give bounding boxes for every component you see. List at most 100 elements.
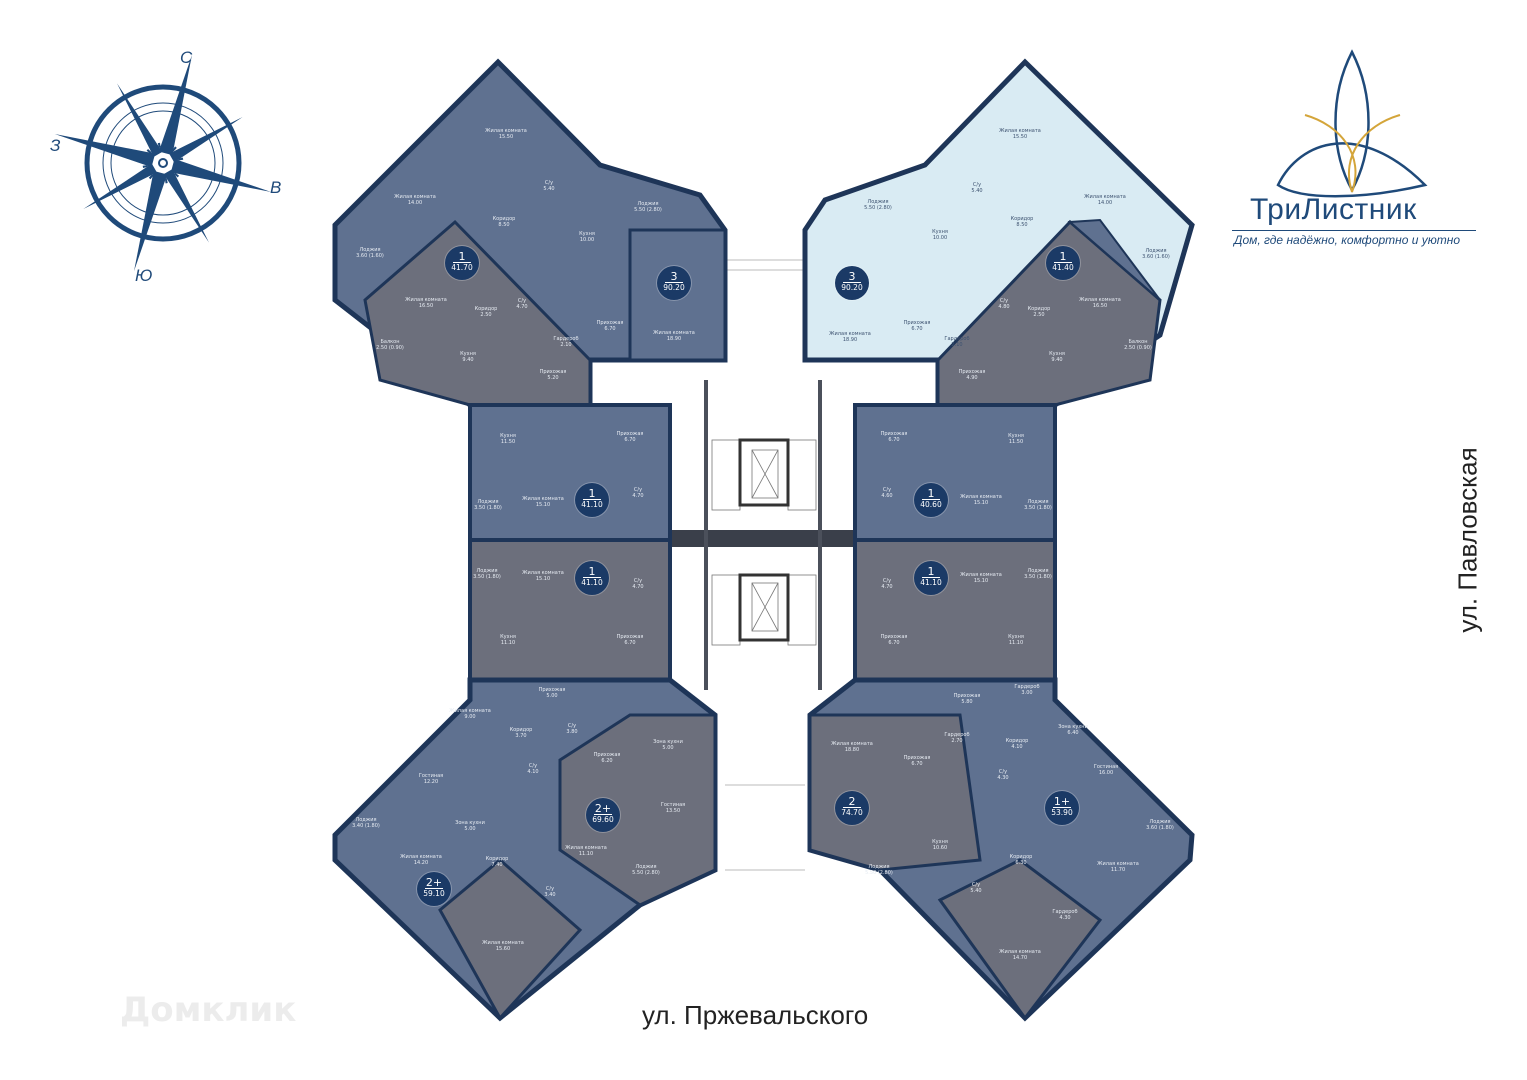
room-label: Прихожая 6.70 — [596, 320, 624, 332]
compass-south-label: Ю — [135, 266, 153, 285]
block-right — [853, 403, 1057, 682]
staircase-bottom — [711, 573, 817, 646]
room-label: Жилая комната 16.50 — [405, 297, 447, 309]
room-label: С/у 5.40 — [543, 180, 555, 192]
room-label: Жилая комната 16.50 — [1079, 297, 1121, 309]
room-label: Лоджия 3.60 (1.60) — [356, 247, 384, 259]
room-label: Прихожая 6.70 — [880, 431, 908, 443]
room-label: Прихожая 6.20 — [593, 752, 621, 764]
apartment-badge[interactable]: 2+69.60 — [586, 798, 620, 832]
room-label: Лоджия 3.40 (1.80) — [352, 817, 380, 829]
room-label: Гардероб 3.00 — [1014, 684, 1040, 696]
room-label: Кухня 11.10 — [500, 634, 516, 646]
room-label: Жилая комната 15.50 — [999, 128, 1041, 140]
room-label: Кухня 11.10 — [1008, 634, 1024, 646]
room-label: Жилая комната 11.70 — [1097, 861, 1139, 873]
room-label: С/у 3.40 — [544, 886, 556, 898]
wing-bottom-right — [807, 677, 1195, 1022]
apartment-badge[interactable]: 2+59.10 — [417, 872, 451, 906]
room-label: Жилая комната 15.10 — [960, 494, 1002, 506]
room-label: Гардероб 4.30 — [1052, 909, 1078, 921]
room-label: Жилая комната 14.20 — [400, 854, 442, 866]
apartment-badge[interactable]: 1+53.90 — [1045, 791, 1079, 825]
room-label: Зона кухни 5.00 — [653, 739, 683, 751]
room-label: Коридор 7.40 — [485, 856, 509, 868]
room-label: Лоджия 3.50 (1.80) — [1024, 499, 1052, 511]
room-label: Балкон 2.50 (0.90) — [1124, 339, 1152, 351]
room-label: Коридор 2.50 — [474, 306, 498, 318]
room-label: Гардероб 2.10 — [553, 336, 579, 348]
room-label: Жилая комната 18.80 — [831, 741, 873, 753]
street-label-bottom: ул. Пржевальского — [642, 1000, 869, 1030]
room-label: Гардероб 2.70 — [944, 732, 970, 744]
room-label: Гардероб 2.10 — [944, 336, 970, 348]
watermark: Домклик — [120, 990, 297, 1030]
room-label: Коридор 8.50 — [492, 216, 516, 228]
room-label: Лоджия 5.50 (2.80) — [632, 864, 660, 876]
logo-divider — [1232, 230, 1476, 231]
room-label: Лоджия 5.50 (2.80) — [864, 199, 892, 211]
room-label: Лоджия 3.60 (1.80) — [1146, 819, 1174, 831]
room-label: Жилая комната 15.10 — [522, 496, 564, 508]
room-label: Жилая комната 15.10 — [522, 570, 564, 582]
room-label: Жилая комната 9.00 — [449, 708, 491, 720]
room-label: Лоджия 5.50 (2.80) — [634, 201, 662, 213]
wing-top-left — [332, 58, 728, 408]
room-label: Гостиная 16.00 — [1093, 764, 1119, 776]
room-label: Кухня 9.40 — [1049, 351, 1065, 363]
room-label: С/у 4.10 — [527, 763, 539, 775]
room-label: С/у 5.40 — [971, 182, 983, 194]
room-label: Жилая комната 18.90 — [653, 330, 695, 342]
room-label: Гостиная 13.50 — [660, 802, 686, 814]
core-corridor-wall — [668, 530, 858, 547]
room-label: Лоджия 3.50 (1.80) — [473, 568, 501, 580]
room-label: Жилая комната 14.00 — [1084, 194, 1126, 206]
room-label: Кухня 11.50 — [500, 433, 516, 445]
room-label: С/у 4.70 — [632, 578, 644, 590]
room-label: Зона кухни 6.40 — [1058, 724, 1088, 736]
room-label: Кухня 10.00 — [932, 229, 948, 241]
room-label: Кухня 10.60 — [932, 839, 948, 851]
room-label: Гостиная 12.20 — [418, 773, 444, 785]
room-label: Жилая комната 15.60 — [482, 940, 524, 952]
room-label: Коридор 3.70 — [509, 727, 533, 739]
compass-east-label: В — [270, 178, 282, 197]
room-label: Коридор 8.50 — [1010, 216, 1034, 228]
room-label: Коридор 4.10 — [1005, 738, 1029, 750]
room-label: Коридор 6.30 — [1009, 854, 1033, 866]
block-left — [468, 403, 672, 682]
room-label: Прихожая 6.70 — [903, 320, 931, 332]
room-label: Жилая комната 18.90 — [829, 331, 871, 343]
compass-rose-icon — [54, 54, 272, 272]
room-label: С/у 4.70 — [632, 487, 644, 499]
logo-tagline: Дом, где надёжно, комфортно и уютно — [1234, 233, 1461, 247]
room-label: Прихожая 4.90 — [958, 369, 986, 381]
room-label: Жилая комната 11.10 — [565, 845, 607, 857]
room-label: Зона кухни 5.00 — [455, 820, 485, 832]
room-label: С/у 4.70 — [881, 578, 893, 590]
room-label: С/у 3.80 — [566, 723, 578, 735]
room-label: С/у 4.80 — [998, 298, 1010, 310]
compass-west-label: З — [50, 136, 61, 155]
staircase-top — [711, 438, 817, 511]
room-label: Лоджия 3.50 (1.80) — [1024, 568, 1052, 580]
room-label: Кухня 11.50 — [1008, 433, 1024, 445]
room-label: Лоджия 3.60 (1.60) — [1142, 248, 1170, 260]
room-label: С/у 4.30 — [997, 769, 1009, 781]
room-label: Прихожая 6.70 — [616, 431, 644, 443]
street-label-right: ул. Павловская — [1452, 447, 1483, 633]
room-label: Прихожая 5.00 — [538, 687, 566, 699]
room-label: Прихожая 6.70 — [903, 755, 931, 767]
compass-north-label: С — [180, 48, 193, 67]
